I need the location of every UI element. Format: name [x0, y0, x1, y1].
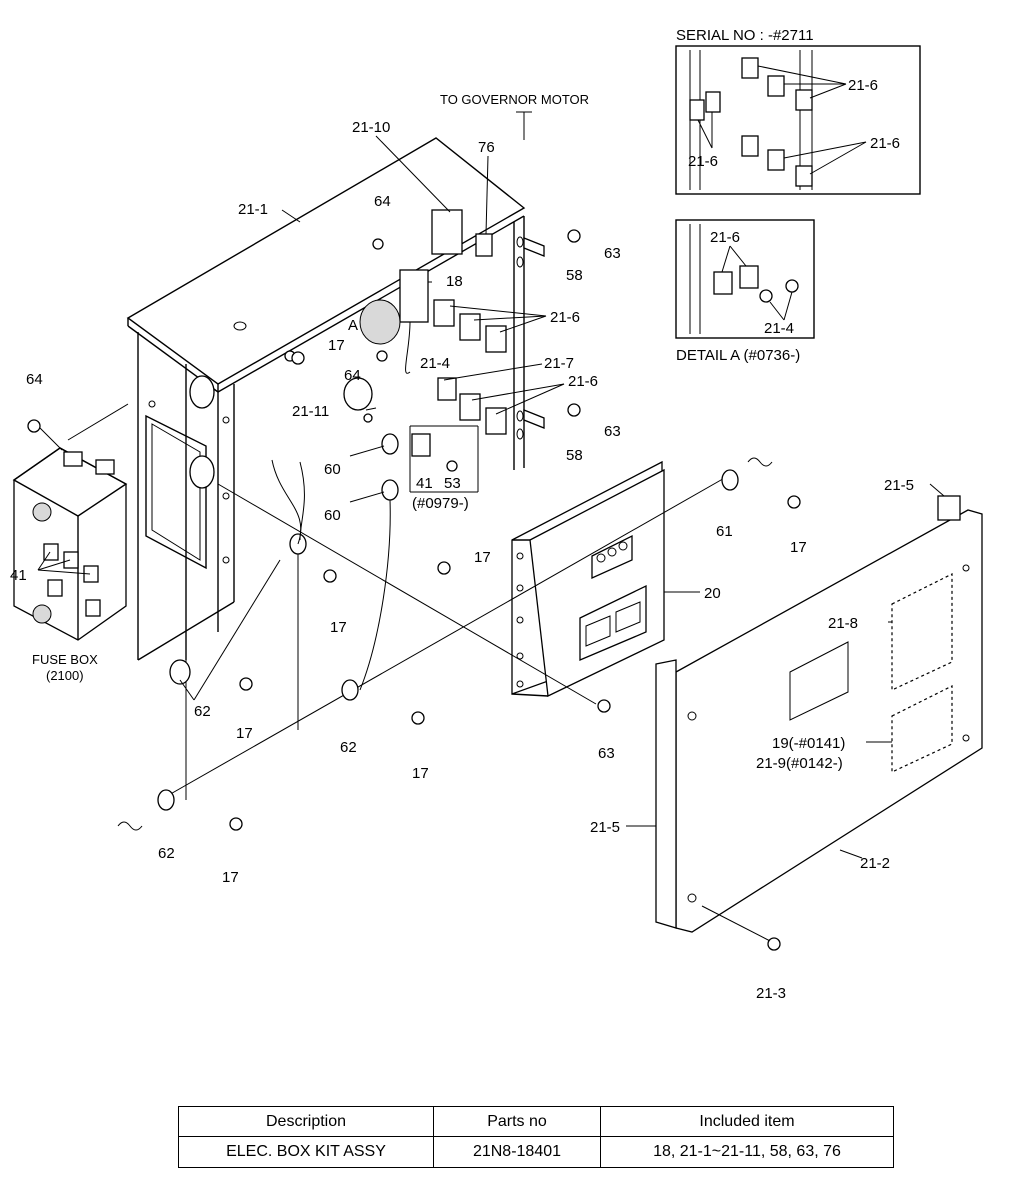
part-labels: TO GOVERNOR MOTOR 21-10 76 21-1 64 63 58…	[10, 92, 914, 1002]
governor-motor-label: TO GOVERNOR MOTOR	[440, 92, 589, 107]
label-0979-ref: (#0979-)	[412, 495, 469, 512]
label-21-6: 21-6	[870, 135, 900, 152]
label-21-10: 21-10	[352, 119, 390, 136]
cell-parts-no: 21N8-18401	[433, 1136, 601, 1168]
label-76: 76	[478, 139, 495, 156]
cover-plate	[655, 495, 983, 933]
label-21-6: 21-6	[550, 309, 580, 326]
label-60: 60	[324, 507, 341, 524]
header-description: Description	[178, 1106, 434, 1137]
label-17: 17	[236, 725, 253, 742]
label-64: 64	[26, 371, 43, 388]
label-21-9-ref: 21-9(#0142-)	[756, 755, 843, 772]
label-58: 58	[566, 447, 583, 464]
table-row: ELEC. BOX KIT ASSY 21N8-18401 18, 21-1~2…	[178, 1136, 894, 1168]
fuse-box-label: FUSE BOX	[32, 652, 98, 667]
table-header-row: Description Parts no Included item	[178, 1106, 894, 1137]
label-63: 63	[604, 245, 621, 262]
label-64: 64	[344, 367, 361, 384]
label-60: 60	[324, 461, 341, 478]
label-21-4: 21-4	[420, 355, 450, 372]
label-21-6: 21-6	[710, 229, 740, 246]
label-19-ref: 19(-#0141)	[772, 735, 845, 752]
assembly-lines	[67, 403, 773, 943]
label-21-6: 21-6	[568, 373, 598, 390]
label-63: 63	[604, 423, 621, 440]
label-21-11: 21-11	[292, 403, 329, 420]
label-17: 17	[328, 337, 345, 354]
label-21-6: 21-6	[848, 77, 878, 94]
label-41: 41	[416, 475, 433, 492]
label-21-1: 21-1	[238, 201, 268, 218]
label-58: 58	[566, 267, 583, 284]
label-21-5: 21-5	[884, 477, 914, 494]
label-17: 17	[412, 765, 429, 782]
label-21-7: 21-7	[544, 355, 574, 372]
label-21-4: 21-4	[764, 320, 794, 337]
label-21-5: 21-5	[590, 819, 620, 836]
label-62: 62	[340, 739, 357, 756]
parts-table: Description Parts no Included item ELEC.…	[178, 1106, 894, 1168]
label-17: 17	[474, 549, 491, 566]
header-included-item: Included item	[600, 1106, 894, 1137]
label-62: 62	[194, 703, 211, 720]
label-53: 53	[444, 475, 461, 492]
label-17: 17	[790, 539, 807, 556]
brackets	[157, 237, 739, 811]
label-18: 18	[446, 273, 463, 290]
label-63: 63	[598, 745, 615, 762]
serial-no-text: SERIAL NO : -#2711	[676, 27, 814, 44]
header-parts-no: Parts no	[433, 1106, 601, 1137]
label-17: 17	[330, 619, 347, 636]
fuse-box-ref: (2100)	[46, 668, 84, 683]
box-components	[271, 209, 507, 730]
serial-no-inset: SERIAL NO : -#2711 21-6 21-6 21-6	[675, 27, 921, 195]
label-21-2: 21-2	[860, 855, 890, 872]
label-a: A	[348, 317, 358, 334]
label-20: 20	[704, 585, 721, 602]
detail-a-inset: 21-6 21-4 DETAIL A (#0736-)	[675, 219, 815, 364]
label-21-8: 21-8	[828, 615, 858, 632]
cell-description: ELEC. BOX KIT ASSY	[178, 1136, 434, 1168]
label-17: 17	[222, 869, 239, 886]
cell-included-item: 18, 21-1~21-11, 58, 63, 76	[600, 1136, 894, 1168]
label-62: 62	[158, 845, 175, 862]
bolts	[229, 229, 801, 951]
detail-a-caption: DETAIL A (#0736-)	[676, 347, 800, 364]
leader-lines	[179, 135, 945, 859]
label-41: 41	[10, 567, 27, 584]
label-64: 64	[374, 193, 391, 210]
controller-unit	[511, 460, 700, 697]
electrical-box-body	[126, 111, 532, 661]
label-61: 61	[716, 523, 733, 540]
fuse-box: FUSE BOX (2100)	[12, 419, 128, 683]
label-21-3: 21-3	[756, 985, 786, 1002]
label-21-6: 21-6	[688, 153, 718, 170]
